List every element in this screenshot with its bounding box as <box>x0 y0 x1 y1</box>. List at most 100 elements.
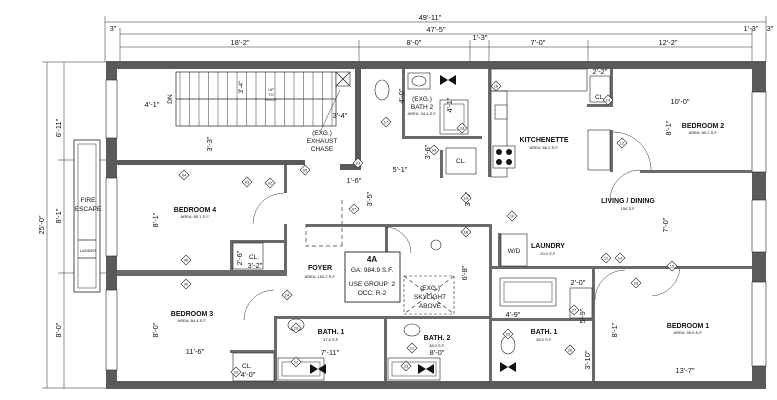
stair-down-label: DN <box>167 94 174 104</box>
window <box>751 91 767 173</box>
bath-1-right-name: BATH. 1 <box>531 329 558 336</box>
keynote-tag-number: 20 <box>294 326 299 331</box>
keynote-tag-number: 29 <box>234 370 239 375</box>
keynote-tag-diamond <box>630 277 642 289</box>
dim-5-1: 5'-1" <box>393 165 408 174</box>
keynote-tag-diamond <box>616 137 628 149</box>
keynote-tag-number: 01 <box>356 161 361 166</box>
keynote-tag-diamond <box>290 322 302 334</box>
up-to-roof-3: ROOF <box>265 97 277 102</box>
keynote-tag-diamond <box>241 176 253 188</box>
dim-3-2: 3'-2" <box>248 261 263 270</box>
dim-6-8: 6'-8" <box>460 265 469 280</box>
fire-escape: FIRE ESCAPE LADDER <box>73 139 102 293</box>
bedroom-1-name: BEDROOM 1 <box>667 323 710 330</box>
bedroom-2: CL. 2'-2" 10'-0" 8'-1" BEDROOM 2 AREA: 8… <box>589 67 725 171</box>
bath-2-bottom-name: BATH. 2 <box>424 335 451 342</box>
dim-overall: 49'-11" <box>419 13 442 22</box>
kitchenette: KITCHENETTE AREA: 66.2 S.F. <box>490 68 611 178</box>
keynote-tag-diamond <box>666 260 678 272</box>
exhaust-label-2: EXHAUST <box>307 138 338 145</box>
interior-walls <box>117 69 752 381</box>
bath-1-left-area: 37.6 S.F. <box>323 337 339 342</box>
unit-use-group: USE GROUP: 2 <box>349 281 396 288</box>
skylight: (EXG.) SKYLIGHT ABOVE 6'-8" <box>403 265 469 315</box>
bath-2-top-area: AREA: 34.4 S.F. <box>408 111 437 116</box>
keynote-tag-number: 10 <box>510 214 515 219</box>
exhaust-label-1: (EXG.) <box>312 130 332 137</box>
closet-center: CL. 5'-1" <box>393 147 477 175</box>
bedroom-4-closet: CL. <box>249 254 259 261</box>
keynote-tag-number: 19 <box>464 196 469 201</box>
top-dimensions: 49'-11" 47'-5" 3" 1'-3" 3" 18'-2" 8'-0" … <box>104 13 774 62</box>
keynote-tag-number: 12 <box>620 141 625 146</box>
keynote-tag-number: 26 <box>568 348 573 353</box>
keynote-tag-diamond <box>600 252 612 264</box>
keynote-tag-number: 15 <box>670 264 675 269</box>
foyer-door <box>384 226 442 254</box>
keynote-tag-diamond <box>380 116 392 128</box>
keynote-tag-diamond <box>264 177 276 189</box>
keynote-tag-diamond <box>602 94 614 106</box>
dim-seg-4: 7'-0" <box>531 38 546 47</box>
bedroom-3-area: AREA: 84.4 S.F. <box>178 318 207 323</box>
window <box>105 289 118 371</box>
foyer-name: FOYER <box>308 265 332 272</box>
keynote-tags: 0102030405060708091011121314151617181920… <box>178 80 678 378</box>
exhaust-chase: (EXG.) EXHAUST CHASE 1'-6" <box>307 89 362 185</box>
keynote-tag-diamond <box>299 164 311 176</box>
exterior-walls <box>105 61 767 389</box>
keynote-tag-diamond <box>460 226 472 238</box>
living-area: 154 S.F. <box>621 206 636 211</box>
dim-seg-5: 12'-2" <box>658 38 677 47</box>
keynote-tag-diamond <box>348 203 360 215</box>
dim-left-c: 8'-0" <box>54 322 63 337</box>
keynote-tag-diamond <box>460 192 472 204</box>
bedroom-2-closet: CL. <box>595 94 605 101</box>
keynote-tag-diamond <box>178 169 190 181</box>
window <box>751 199 767 253</box>
dim-8-0b: 8'-0" <box>430 348 445 357</box>
dim-4-9: 4'-9" <box>506 310 521 319</box>
keynote-tag-diamond <box>564 344 576 356</box>
washer-dryer-label: W/D <box>508 248 521 255</box>
dim-4-0b: 4'-0" <box>241 370 256 379</box>
dim-13-7: 13'-7" <box>675 366 694 375</box>
dim-3-6: 3'-6" <box>423 144 432 159</box>
fire-escape-label-1: FIRE <box>81 197 96 204</box>
dim-8-1b: 8'-1" <box>151 212 160 227</box>
keynote-tag-diamond <box>180 278 192 290</box>
up-to-roof-1: UP <box>268 87 274 92</box>
unit-ga: GA: 984.9 S.F. <box>351 267 393 274</box>
dim-stair-length: 4'-1" <box>145 100 160 109</box>
bath-2-bottom-area: 38.0 S.F. <box>429 343 445 348</box>
keynote-tag-number: 21 <box>410 346 415 351</box>
keynote-tag-number: 28 <box>634 281 639 286</box>
bedroom-2-name: BEDROOM 2 <box>682 123 725 130</box>
keynote-tag-number: 11 <box>604 256 609 261</box>
dim-height-total: 25'-0" <box>37 215 46 234</box>
closet-label: CL. <box>456 158 466 165</box>
laundry-area: 20.0 S.F. <box>540 251 556 256</box>
bedroom-4: BEDROOM 4 AREA: 80.1 S.F. 8'-1" CL. 3'-2… <box>151 192 285 270</box>
up-to-roof-2: TO <box>268 92 273 97</box>
dim-seg-2: 8'-0" <box>407 38 422 47</box>
dim-3-3: 3'-3" <box>205 136 214 151</box>
keynote-tag-diamond <box>352 157 364 169</box>
laundry-name: LAUNDRY <box>531 243 565 250</box>
dim-2-6: 2'-6" <box>235 250 244 265</box>
dim-seg-1: 18'-2" <box>230 38 249 47</box>
dim-3-10: 3'-10" <box>583 350 592 369</box>
laundry: W/D LAUNDRY 20.0 S.F. <box>500 233 565 267</box>
dim-11-6: 11'-6" <box>186 347 205 356</box>
dim-7-11: 7'-11" <box>321 348 340 357</box>
keynote-tag-number: 04 <box>182 173 187 178</box>
keynote-tag-diamond <box>614 252 626 264</box>
dim-inner: 47'-5" <box>426 25 445 34</box>
keynote-tag-number: 25 <box>506 332 511 337</box>
keynote-tag-number: 14 <box>618 256 623 261</box>
keynote-tag-number: 06 <box>184 258 189 263</box>
keynote-tag-diamond <box>506 210 518 222</box>
unit-occupancy: OCC: R-2 <box>358 290 387 297</box>
